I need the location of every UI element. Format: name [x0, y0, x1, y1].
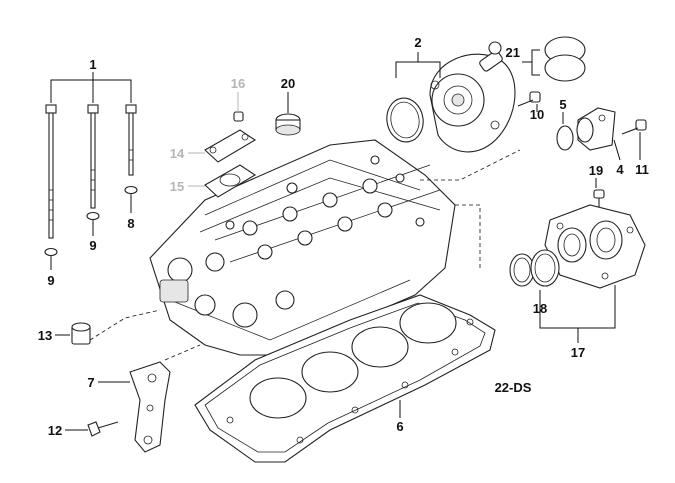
oil-filler-cap [275, 113, 301, 136]
vacuum-pump [429, 41, 516, 153]
bolt-11 [621, 119, 647, 135]
screw-plug [71, 322, 91, 345]
callout-12: 12 [48, 423, 62, 438]
callout-20: 20 [281, 76, 295, 91]
o-rings-21 [544, 36, 586, 82]
bolt-10 [517, 91, 541, 107]
callout-9-left: 9 [47, 273, 54, 288]
callout-11: 11 [635, 162, 649, 177]
callout-9-middle: 9 [89, 238, 96, 253]
callout-16: 16 [231, 76, 245, 91]
callout-1: 1 [89, 57, 96, 72]
leader-head-to-pump [420, 149, 521, 181]
callout-13: 13 [38, 328, 52, 343]
connection-flange [576, 107, 616, 151]
cover-plate-14 [204, 129, 257, 163]
leader-head-to-housing [455, 204, 481, 270]
callout-15: 15 [170, 179, 184, 194]
callout-2: 2 [414, 35, 421, 50]
leader-17 [539, 285, 616, 329]
leader-1 [50, 79, 132, 103]
callout-10: 10 [530, 107, 544, 122]
callout-14: 14 [170, 146, 185, 161]
bolt-12 [87, 421, 119, 437]
washer-9-left [44, 247, 58, 257]
pump-o-ring [386, 97, 424, 143]
leader-head-to-plug [89, 309, 161, 341]
bracket [129, 361, 171, 453]
housing-cover [544, 204, 646, 289]
diagram-code: 22-DS [495, 380, 532, 395]
head-bolts [45, 104, 137, 239]
callout-5: 5 [559, 97, 566, 112]
callout-4: 4 [616, 162, 624, 177]
gasket-15 [204, 164, 257, 198]
callout-21: 21 [506, 45, 520, 60]
bolt-16 [233, 111, 244, 122]
callout-19: 19 [589, 163, 603, 178]
leader-head-to-bracket [164, 344, 201, 361]
callout-18: 18 [533, 301, 547, 316]
leader-2 [395, 61, 441, 78]
cylinder-head-gasket [194, 294, 496, 463]
cylinder-head [149, 139, 456, 356]
callout-17: 17 [571, 345, 585, 360]
washer-8 [124, 185, 138, 195]
callout-6: 6 [396, 419, 403, 434]
callout-8: 8 [127, 216, 134, 231]
callout-7: 7 [87, 375, 94, 390]
seal-ring-5 [556, 125, 574, 151]
washer-9-middle [86, 211, 100, 221]
seal-rings-18 [509, 249, 560, 287]
